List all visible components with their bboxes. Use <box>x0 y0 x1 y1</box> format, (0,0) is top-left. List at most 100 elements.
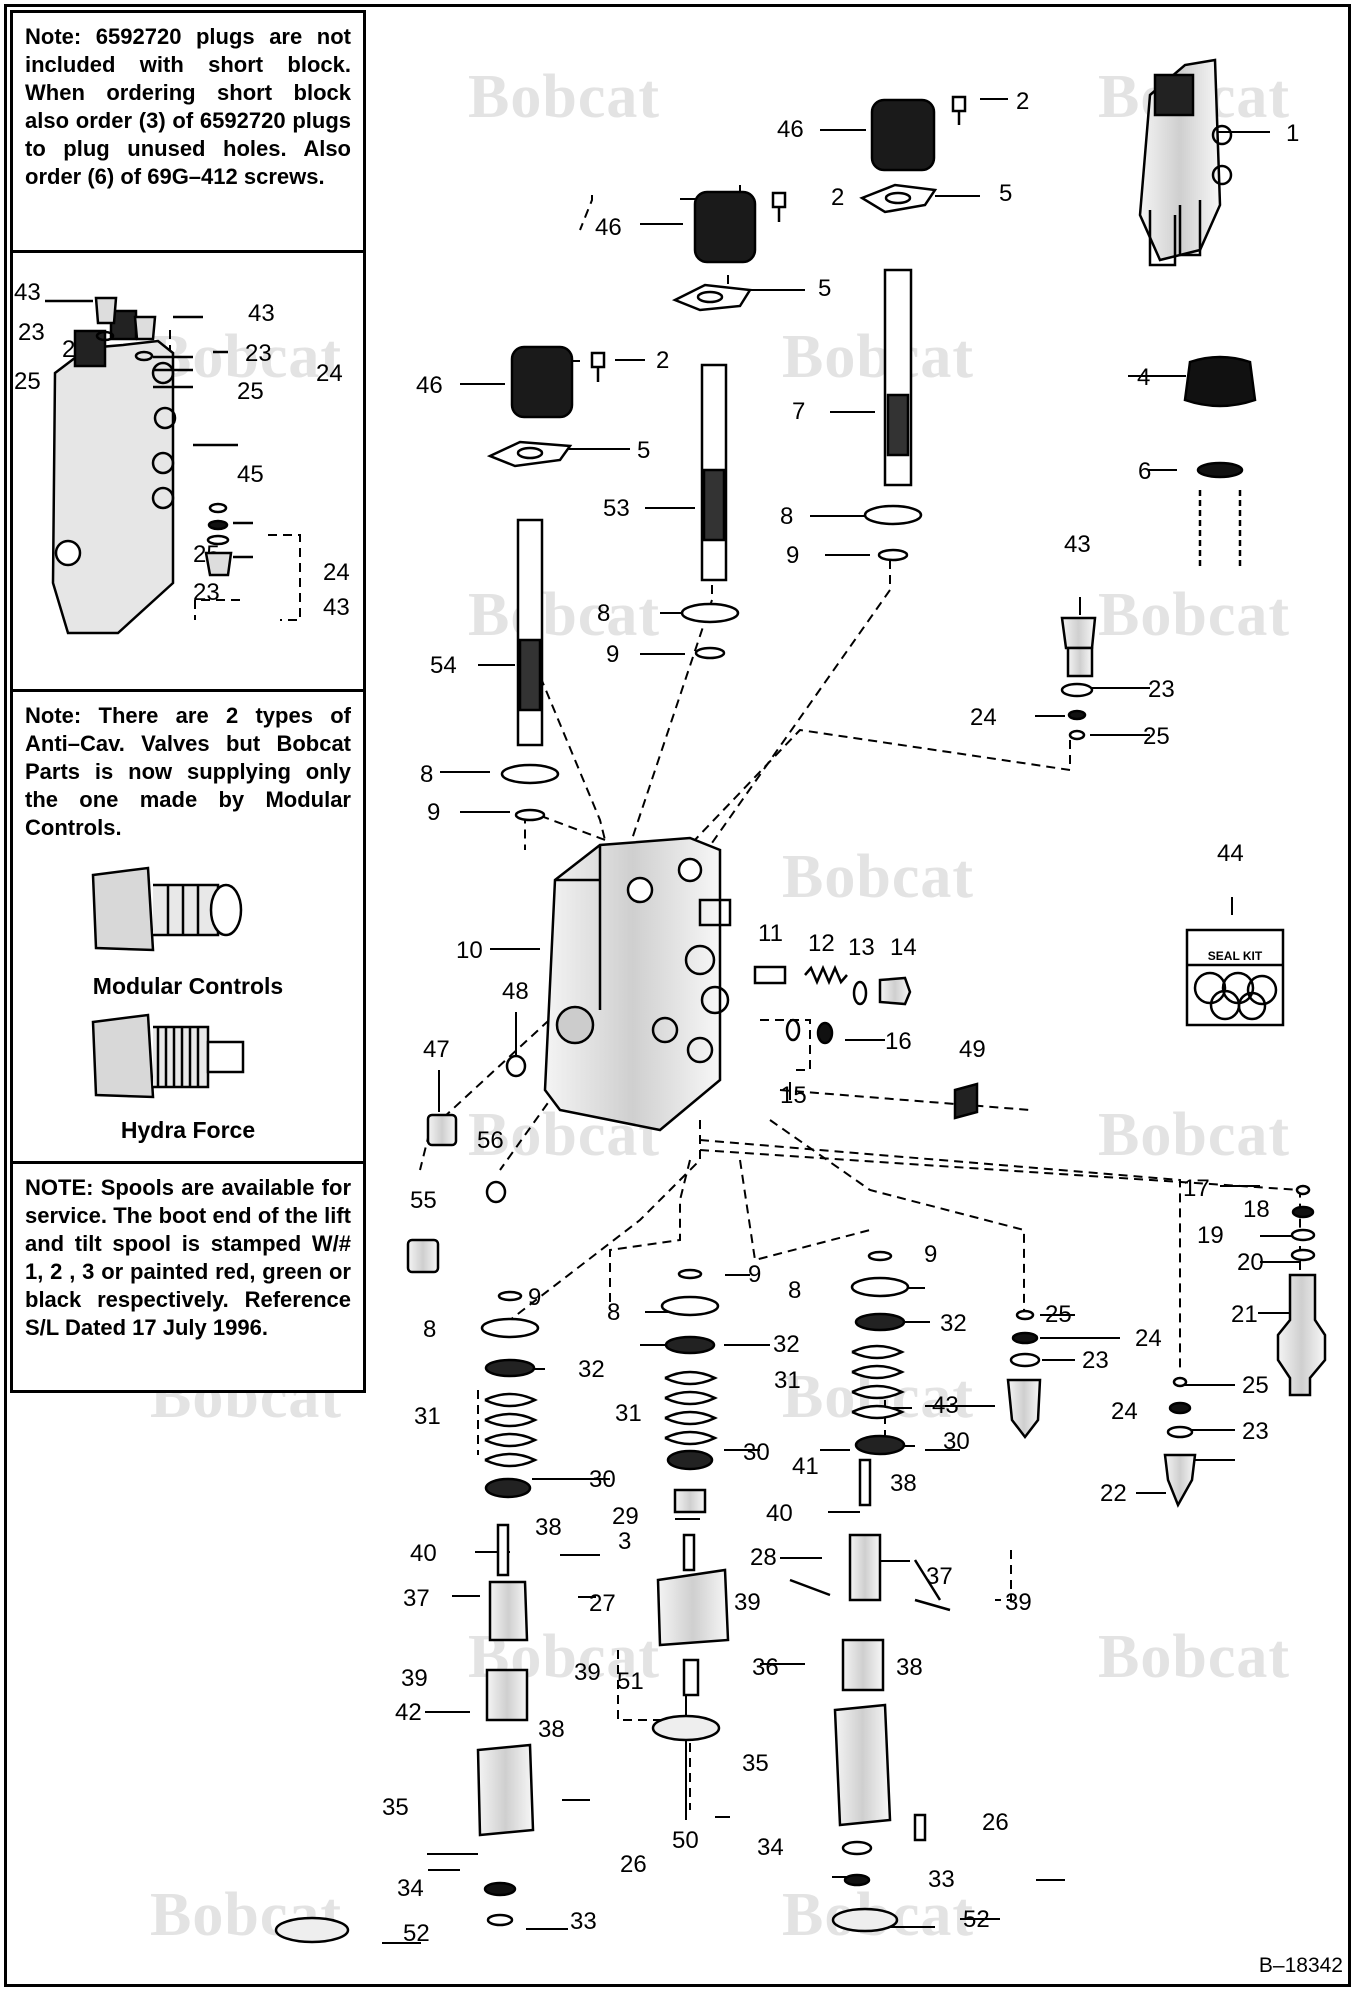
part-label: 36 <box>752 1654 779 1681</box>
modular-controls-valve-illustration <box>91 866 243 952</box>
part-label: 6 <box>1138 458 1151 485</box>
part-label: 2 <box>831 184 844 211</box>
note-heading: Note: <box>25 24 82 49</box>
part-label: 37 <box>926 1563 953 1590</box>
part-label: 3 <box>618 1528 631 1555</box>
watermark: Bobcat <box>468 581 660 649</box>
part-label: 35 <box>382 1794 409 1821</box>
part-label: 15 <box>780 1082 807 1109</box>
part-label: 24 <box>1135 1325 1162 1352</box>
part-label: 37 <box>403 1585 430 1612</box>
relief-valve <box>1060 616 1097 741</box>
part-label: 53 <box>603 495 630 522</box>
part-label: 31 <box>615 1400 642 1427</box>
watermark: Bobcat <box>1098 1623 1290 1691</box>
part-label: 50 <box>672 1827 699 1854</box>
part-label: 8 <box>423 1316 436 1343</box>
part-label: 46 <box>777 116 804 143</box>
part-label: 23 <box>193 579 220 606</box>
part-label: 34 <box>397 1875 424 1902</box>
part-label: 42 <box>395 1699 422 1726</box>
part-label: 28 <box>750 1544 777 1571</box>
watermark: Bobcat <box>782 323 974 391</box>
note-text: Spools are available for service. The bo… <box>25 1175 351 1340</box>
part-label: 25 <box>1242 1372 1269 1399</box>
spool-end-parts-right <box>789 1250 951 1933</box>
part-label: 27 <box>589 1590 616 1617</box>
watermark: Bobcat <box>782 843 974 911</box>
part-label: 41 <box>792 1453 819 1480</box>
part-label: 17 <box>1183 1175 1210 1202</box>
part-label: 39 <box>401 1665 428 1692</box>
part-label: 43 <box>248 300 275 327</box>
note-spools: NOTE: Spools are available for service. … <box>10 1161 366 1393</box>
seal-kit-label: SEAL KIT <box>1208 949 1263 963</box>
watermark: Bobcat <box>468 63 660 131</box>
assembled-valve-illustration <box>1138 58 1233 267</box>
note-text: 6592720 plugs are not included with shor… <box>25 24 351 189</box>
part-label: 46 <box>416 372 443 399</box>
part-label: 38 <box>896 1654 923 1681</box>
part-label: 22 <box>1100 1480 1127 1507</box>
part-label: 32 <box>773 1331 800 1358</box>
part-label: 8 <box>788 1277 801 1304</box>
part-label: 43 <box>1064 531 1091 558</box>
part-label: 13 <box>848 934 875 961</box>
part-label: 25 <box>14 368 41 395</box>
note-heading: Note: <box>25 703 82 728</box>
part-label: 23 <box>1148 676 1175 703</box>
part-label: 19 <box>1197 1222 1224 1249</box>
inset-valve-illustration <box>45 296 253 635</box>
part-label: 21 <box>1231 1301 1258 1328</box>
part-label: 44 <box>1217 840 1244 867</box>
part-label: 7 <box>792 398 805 425</box>
part-label: 8 <box>420 761 433 788</box>
note-anti-cav-valves: Note: There are 2 types of Anti–Cav. Val… <box>10 689 366 1164</box>
part-label: 32 <box>578 1356 605 1383</box>
drawing-number: B–18342 <box>1258 1954 1343 1977</box>
part-label: 18 <box>1243 1196 1270 1223</box>
part-label: 25 <box>1045 1301 1072 1328</box>
part-label: 26 <box>982 1809 1009 1836</box>
hydra-force-valve-illustration <box>91 1013 245 1099</box>
part-label: 5 <box>818 275 831 302</box>
part-label: 9 <box>606 641 619 668</box>
valve-spool <box>516 268 913 747</box>
spool-end-parts-left <box>274 1290 540 1944</box>
part-label: 9 <box>748 1261 761 1288</box>
part-label: 39 <box>574 1659 601 1686</box>
part-labels: 1 2 2 2 5 5 5 46 46 46 4 6 7 53 54 8 9 8… <box>14 88 1299 1947</box>
watermark: Bobcat <box>1098 1101 1290 1169</box>
part-label: 54 <box>430 652 457 679</box>
part-label: 46 <box>595 214 622 241</box>
part-label: 33 <box>928 1866 955 1893</box>
spool-seals <box>500 504 923 822</box>
part-label: 56 <box>477 1127 504 1154</box>
watermark: Bobcat <box>1098 581 1290 649</box>
part-label: 9 <box>924 1241 937 1268</box>
part-label: 38 <box>538 1716 565 1743</box>
relief-valve-lower <box>1006 1309 1042 1440</box>
part-label: 30 <box>943 1428 970 1455</box>
part-label: 25 <box>237 378 264 405</box>
part-label: 33 <box>570 1908 597 1935</box>
part-label: 25 <box>1143 723 1170 750</box>
part-label: 16 <box>885 1028 912 1055</box>
part-label: 5 <box>999 180 1012 207</box>
part-label: 24 <box>316 360 343 387</box>
part-label: 32 <box>940 1310 967 1337</box>
part-label: 31 <box>774 1367 801 1394</box>
part-label: 43 <box>323 594 350 621</box>
boot-plate <box>486 183 938 468</box>
spool-boot <box>510 98 936 419</box>
part-label: 10 <box>456 937 483 964</box>
part-label: 20 <box>1237 1249 1264 1276</box>
part-label: 2 <box>1016 88 1029 115</box>
note-text: There are 2 types of Anti–Cav. Valves bu… <box>25 703 351 840</box>
part-label: 23 <box>1242 1418 1269 1445</box>
part-label: 49 <box>959 1036 986 1063</box>
part-label: 14 <box>890 934 917 961</box>
part-label: 23 <box>18 319 45 346</box>
screw <box>590 95 967 382</box>
